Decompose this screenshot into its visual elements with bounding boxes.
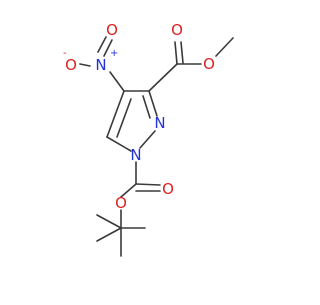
bond-n2-c3 — [148, 90, 158, 117]
bond-c4-nitro — [109, 71, 125, 92]
bond-c5-n1 — [106, 136, 132, 152]
bond-boc-c-o-double-a — [135, 183, 161, 186]
atom-nitro-o-top: O — [106, 21, 118, 39]
bond-ester-c-o-double-a — [174, 41, 178, 65]
charge-nitro-minus: - — [63, 48, 67, 59]
atom-ring-n1: N — [130, 146, 141, 164]
atom-boc-carbonyl-o: O — [162, 180, 174, 198]
atom-ester-o: O — [203, 55, 215, 73]
bond-c4-c5-inner — [116, 98, 132, 138]
structure-canvas: N + O - O N N O O O O — [63, 21, 234, 257]
charge-nitro-plus: + — [110, 48, 118, 59]
atom-boc-o: O — [115, 194, 127, 212]
bond-n1-n2 — [139, 130, 156, 149]
bond-ester-c-o-double-b — [180, 41, 184, 64]
bond-tbu-methyl-left — [96, 227, 122, 242]
bond-c3-ester-c — [148, 63, 178, 92]
bond-ester-o-methyl — [215, 37, 234, 57]
molecule-diagram: N + O - O N N O O O O — [63, 21, 234, 257]
bond-boc-c-o — [120, 183, 137, 198]
atom-ester-carbonyl-o: O — [171, 21, 183, 39]
bond-n2-c3-inner — [142, 95, 151, 119]
bond-tbu-methyl-top — [96, 214, 122, 229]
atom-ring-n2: N — [154, 114, 165, 132]
atom-nitro-n: N — [95, 56, 106, 74]
bond-nitro-o-minus — [79, 63, 91, 67]
bond-c4-c5 — [106, 90, 125, 138]
bond-nitro-o-top-b — [97, 36, 107, 53]
atom-nitro-o-minus: O — [65, 56, 77, 74]
bond-nitro-o-top-a — [103, 39, 113, 57]
